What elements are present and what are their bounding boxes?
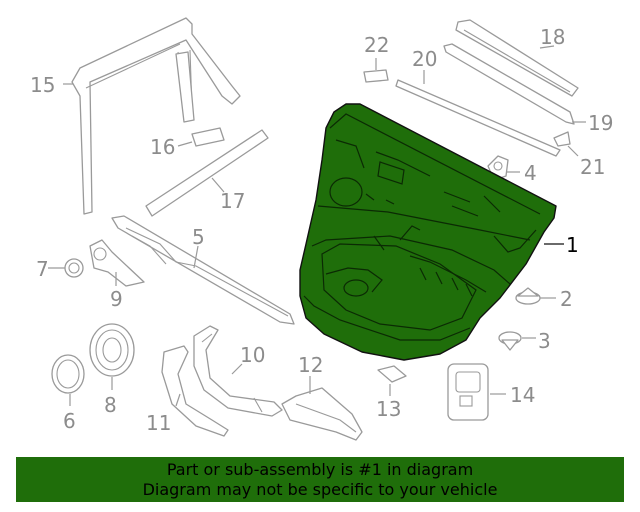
part-12-door-pocket	[281, 387, 363, 441]
callout-22: 22	[364, 33, 389, 57]
callout-16: 16	[150, 135, 175, 159]
callout-6: 6	[63, 409, 76, 433]
callout-18: 18	[540, 25, 565, 49]
part-11-pillar-trim	[161, 345, 229, 437]
part-5-armrest-trim	[111, 215, 295, 325]
part-21-clip	[553, 131, 571, 147]
part-8-speaker	[89, 323, 135, 377]
info-banner: Part or sub-assembly is #1 in diagram Di…	[16, 457, 624, 502]
parts-diagram: 15 16 17 5 7 9 6 8	[30, 17, 613, 441]
callout-3: 3	[538, 329, 551, 353]
callout-21: 21	[580, 155, 605, 179]
callout-12: 12	[298, 353, 323, 377]
callout-10: 10	[240, 343, 265, 367]
part-18-upper-weatherstrip	[455, 19, 579, 97]
part-14-window-switch	[447, 363, 489, 421]
part-22-clip	[363, 69, 389, 83]
callout-9: 9	[110, 287, 123, 311]
part-6-speaker-ring	[51, 354, 85, 394]
callout-8: 8	[104, 393, 117, 417]
callout-2: 2	[560, 287, 573, 311]
part-10-handle-trim	[193, 325, 283, 417]
part-13-clip	[377, 365, 407, 383]
callout-13: 13	[376, 397, 401, 421]
part-15-frame-molding	[71, 17, 241, 215]
part-9-tweeter-housing	[89, 239, 145, 287]
callout-15: 15	[30, 73, 55, 97]
part-7-grille-small	[64, 258, 84, 278]
part-20-weatherstrip	[395, 79, 561, 157]
part-1-door-trim-panel	[299, 103, 557, 361]
part-3-push-clip	[498, 331, 522, 351]
banner-line-1: Part or sub-assembly is #1 in diagram	[166, 460, 474, 479]
part-2-push-clip	[515, 287, 541, 305]
callout-5: 5	[192, 225, 205, 249]
callout-7: 7	[36, 257, 49, 281]
callout-17: 17	[220, 189, 245, 213]
callout-4: 4	[524, 161, 537, 185]
part-16-clip	[191, 127, 225, 147]
part-17-belt-molding	[145, 129, 269, 217]
callout-20: 20	[412, 47, 437, 71]
callout-11: 11	[146, 411, 171, 435]
callout-19: 19	[588, 111, 613, 135]
banner-line-2: Diagram may not be specific to your vehi…	[142, 480, 498, 499]
callout-14: 14	[510, 383, 535, 407]
part-19-channel	[443, 43, 575, 125]
callout-1: 1	[566, 233, 579, 257]
